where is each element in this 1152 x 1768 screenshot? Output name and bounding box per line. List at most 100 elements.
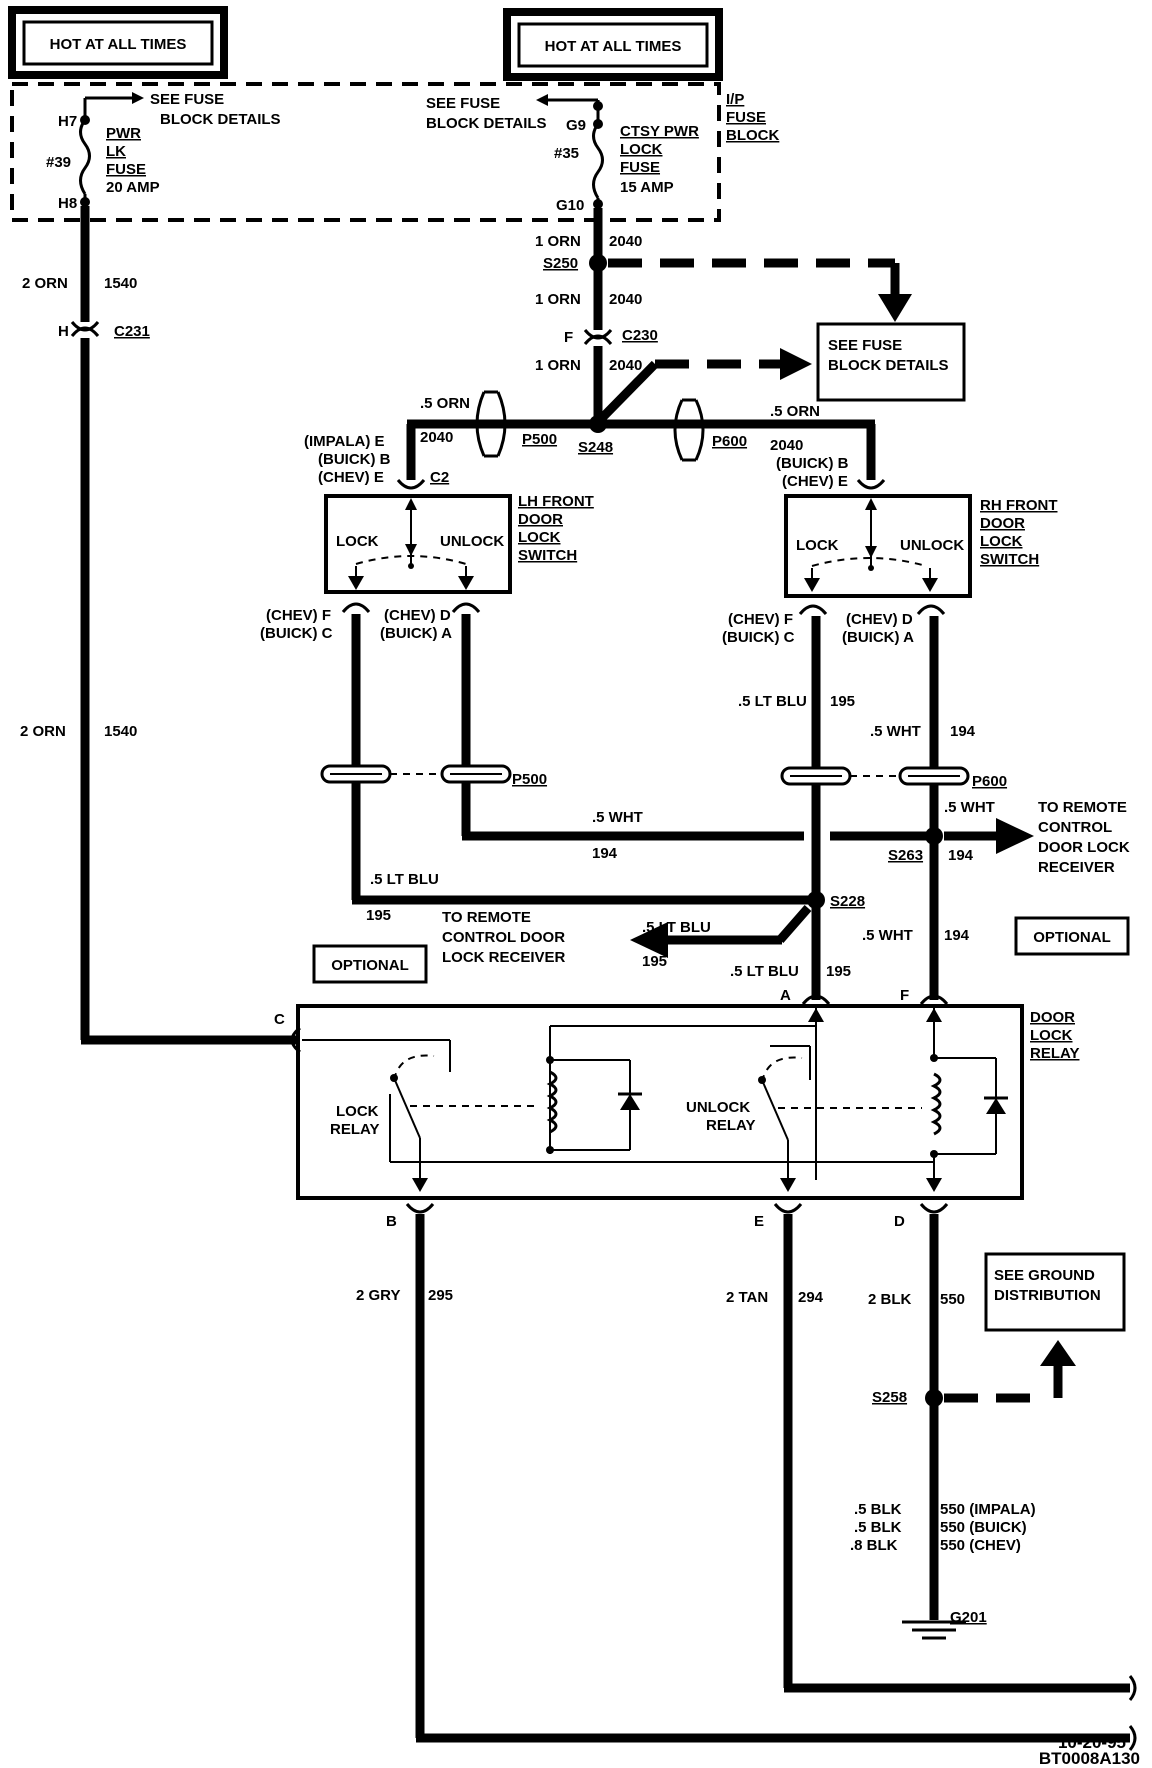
- wire-550-chev: 550 (CHEV): [940, 1537, 1021, 1554]
- lh-unlock-label: UNLOCK: [440, 533, 504, 550]
- wire-550-impala: 550 (IMPALA): [940, 1501, 1036, 1518]
- door-lock-relay: [296, 1004, 1024, 1200]
- pin-r-chev-e: (CHEV) E: [782, 473, 848, 490]
- rh-unlock-label: UNLOCK: [900, 537, 964, 554]
- splice-s228: S228: [830, 893, 865, 910]
- optional-left: OPTIONAL: [331, 957, 409, 974]
- wire-5ltblu-left: .5 LT BLU: [370, 871, 439, 888]
- wire-194-r: 194: [950, 723, 976, 740]
- pwr-label-3: FUSE: [106, 161, 146, 178]
- optional-box-left: OPTIONAL: [312, 944, 428, 984]
- wire-2orn-top: 2 ORN: [22, 275, 68, 292]
- ground-g201: [902, 1620, 966, 1640]
- lock-relay-2: RELAY: [330, 1121, 379, 1138]
- wire-1orn-c: 1 ORN: [535, 357, 581, 374]
- ctsy-label-4: 15 AMP: [620, 179, 674, 196]
- wire-1540-feed: [70, 206, 296, 1045]
- hot-box-right: HOT AT ALL TIMES: [503, 8, 723, 81]
- rh-label-1: RH FRONT: [980, 497, 1058, 514]
- relay-pin-d: D: [894, 1213, 905, 1230]
- relay-pin-f: F: [900, 987, 909, 1004]
- ip-label-2: FUSE: [726, 109, 766, 126]
- lh-lock-label: LOCK: [336, 533, 379, 550]
- h8-label: H8: [58, 195, 77, 212]
- wire-5orn-right: .5 ORN: [770, 403, 820, 420]
- lh-door-lock-switch: [324, 494, 512, 594]
- wire-294: [783, 1214, 1137, 1701]
- rh-label-3: LOCK: [980, 533, 1023, 550]
- wire-2gry: 2 GRY: [356, 1287, 400, 1304]
- hot-label-left: HOT AT ALL TIMES: [50, 36, 187, 53]
- see-fuse-left-1: SEE FUSE: [150, 91, 224, 108]
- remote-r-1: TO REMOTE: [1038, 799, 1127, 816]
- connector-p500-top-label: P500: [522, 431, 557, 448]
- relay-label-1: DOOR: [1030, 1009, 1075, 1026]
- pin-chev-e: (CHEV) E: [318, 469, 384, 486]
- see-ground-box: SEE GROUND DISTRIBUTION: [984, 1252, 1126, 1332]
- wire-1540-top: 1540: [104, 275, 137, 292]
- wire-295-label: 295: [428, 1287, 453, 1304]
- g9-label: G9: [566, 117, 586, 134]
- relay-pin-e: E: [754, 1213, 764, 1230]
- wire-194-s263: 194: [948, 847, 974, 864]
- relay-label-3: RELAY: [1030, 1045, 1079, 1062]
- wire-5ltblu-bottom: .5 LT BLU: [730, 963, 799, 980]
- lh-label-3: LOCK: [518, 529, 561, 546]
- wire-195-left: 195: [366, 907, 391, 924]
- see-fuse-box: SEE FUSE BLOCK DETAILS: [816, 322, 966, 402]
- pin-impala-e: (IMPALA) E: [304, 433, 385, 450]
- connector-p500-mid: [320, 764, 512, 784]
- connector-p600-mid: [780, 766, 970, 786]
- ip-fuse-block-outline: [10, 82, 721, 222]
- pin-l-buick-a: (BUICK) A: [380, 625, 452, 642]
- lh-label-2: DOOR: [518, 511, 563, 528]
- pin-r-buick-a: (BUICK) A: [842, 629, 914, 646]
- wire-5ltblu-r: .5 LT BLU: [738, 693, 807, 710]
- ground-g201-label: G201: [950, 1609, 987, 1626]
- connector-p600-top: [673, 398, 705, 462]
- connector-p600-top-label: P600: [712, 433, 747, 450]
- remote-r-2: CONTROL: [1038, 819, 1112, 836]
- ctsy-label-3: FUSE: [620, 159, 660, 176]
- wire-blk-2: .5 BLK: [854, 1519, 902, 1536]
- wire-195-r: 195: [830, 693, 855, 710]
- rh-lock-label: LOCK: [796, 537, 839, 554]
- relay-output-connectors: [405, 1203, 949, 1214]
- optional-right: OPTIONAL: [1033, 929, 1111, 946]
- wire-blk-1: .5 BLK: [854, 1501, 902, 1518]
- wire-550: [925, 1214, 1076, 1620]
- wire-rh-195: [630, 616, 825, 1000]
- pin-r-buick-b: (BUICK) B: [776, 455, 849, 472]
- pwr-label-2: LK: [106, 143, 126, 160]
- footer-date: 10-20-95: [1058, 1733, 1126, 1752]
- ip-label-3: BLOCK: [726, 127, 779, 144]
- wire-550-label: 550: [940, 1291, 965, 1308]
- relay-pin-a: A: [780, 987, 791, 1004]
- splice-s248: S248: [578, 439, 613, 456]
- lh-label-1: LH FRONT: [518, 493, 594, 510]
- relay-pin-b: B: [386, 1213, 397, 1230]
- see-fuse-box-2: BLOCK DETAILS: [828, 357, 949, 374]
- see-fuse-box-1: SEE FUSE: [828, 337, 902, 354]
- rh-door-lock-switch: [784, 494, 972, 598]
- wire-5wht-r: .5 WHT: [870, 723, 921, 740]
- wire-5orn-left: .5 ORN: [420, 395, 470, 412]
- dash-s248-to-fuse-details: [598, 348, 812, 422]
- connector-c2: C2: [430, 469, 449, 486]
- ctsy-label-1: CTSY PWR: [620, 123, 699, 140]
- wire-195-arrow: 195: [642, 953, 667, 970]
- connector-p500-mid-label: P500: [512, 771, 547, 788]
- pin-r-chev-f: (CHEV) F: [728, 611, 793, 628]
- pin-l-buick-c: (BUICK) C: [260, 625, 333, 642]
- pwr-label-1: PWR: [106, 125, 141, 142]
- remote-r-4: RECEIVER: [1038, 859, 1115, 876]
- wire-295: [415, 1214, 1137, 1751]
- splice-s263: S263: [888, 847, 923, 864]
- wire-blk-3: .8 BLK: [850, 1537, 898, 1554]
- wire-5wht-mid: .5 WHT: [592, 809, 643, 826]
- connector-f-c230: F: [564, 329, 573, 346]
- hot-box-left: HOT AT ALL TIMES: [8, 6, 228, 79]
- wire-2blk: 2 BLK: [868, 1291, 912, 1308]
- splice-s250: S250: [543, 255, 578, 272]
